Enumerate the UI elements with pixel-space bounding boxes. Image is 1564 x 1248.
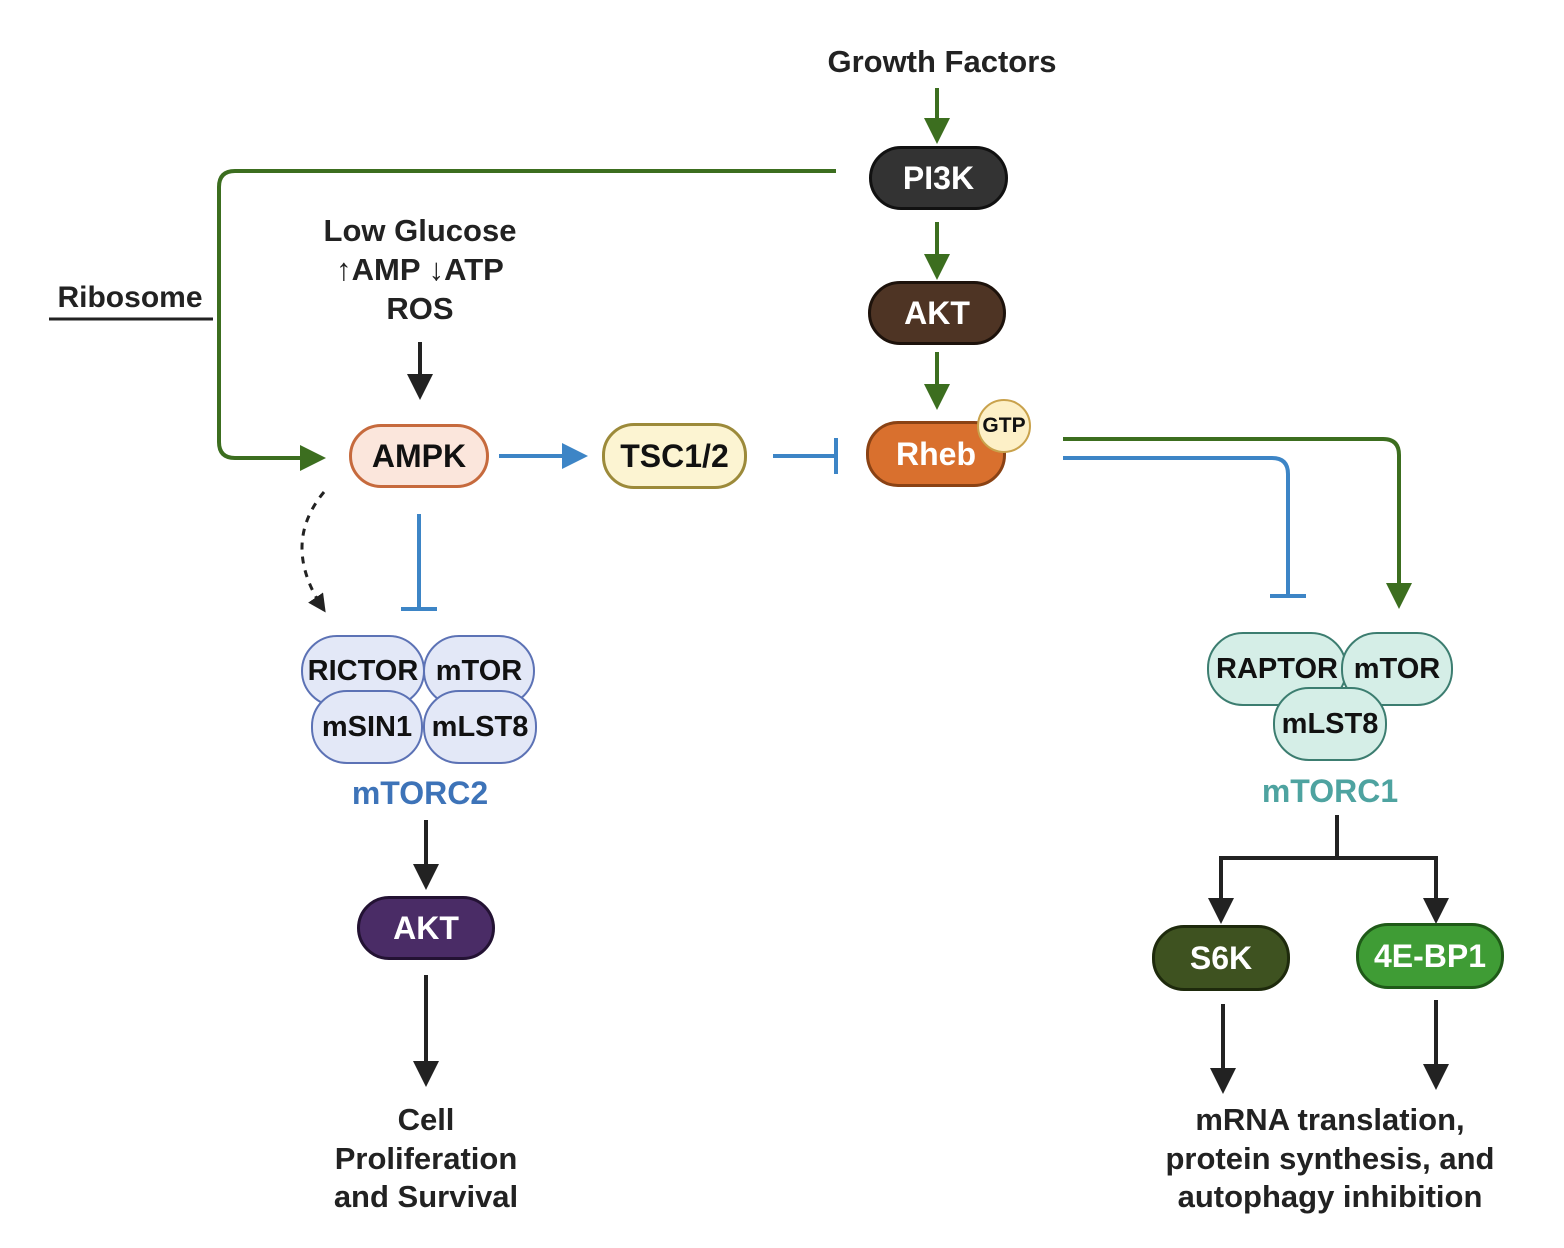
translation-line2: protein synthesis, and bbox=[1165, 1141, 1495, 1176]
akt-bottom-node: AKT bbox=[357, 896, 495, 960]
mtorc1-raptor: RAPTOR bbox=[1207, 632, 1347, 706]
arrow-rheb-to-mtorc1 bbox=[1063, 437, 1412, 609]
mtorc2-msin1: mSIN1 bbox=[311, 690, 423, 764]
mtorc1-label: mTORC1 bbox=[1261, 773, 1399, 809]
ros-label: ROS bbox=[386, 291, 454, 326]
ribosome-label: Ribosome bbox=[57, 281, 203, 314]
mtorc2-mlst8: mLST8 bbox=[423, 690, 537, 764]
amp-atp-label: ↑AMP ↓ATP bbox=[336, 252, 504, 287]
pi3k-node: PI3K bbox=[869, 146, 1008, 210]
mtorc2-label: mTORC2 bbox=[351, 775, 489, 811]
branch-mtorc1-to-s6k bbox=[1208, 856, 1337, 924]
dashed-arrow-ampk-to-mtorc2 bbox=[300, 491, 326, 613]
branch-mtorc1-to-4ebp1 bbox=[1337, 856, 1449, 924]
mtorc1-mlst8: mLST8 bbox=[1273, 687, 1387, 761]
akt-top-node: AKT bbox=[868, 281, 1006, 345]
translation-line3: autophagy inhibition bbox=[1177, 1179, 1483, 1214]
translation-line1: mRNA translation, bbox=[1195, 1102, 1465, 1137]
gtp-badge: GTP bbox=[977, 399, 1031, 453]
low-glucose-label: Low Glucose bbox=[323, 213, 517, 248]
4ebp1-node: 4E-BP1 bbox=[1356, 923, 1504, 989]
mtorc1-mtor: mTOR bbox=[1341, 632, 1453, 706]
arrow-pi3k-to-ampk bbox=[217, 169, 836, 471]
growth-factors-label: Growth Factors bbox=[827, 44, 1057, 79]
ampk-node: AMPK bbox=[349, 424, 489, 488]
survival-line1: Cell bbox=[397, 1102, 455, 1137]
s6k-node: S6K bbox=[1152, 925, 1290, 991]
rheb-node: Rheb bbox=[866, 421, 1006, 487]
tsc-node: TSC1/2 bbox=[602, 423, 747, 489]
survival-line3: and Survival bbox=[333, 1179, 519, 1214]
inhibit-rheb-to-mtorc1 bbox=[1063, 456, 1290, 596]
survival-line2: Proliferation bbox=[334, 1141, 518, 1176]
